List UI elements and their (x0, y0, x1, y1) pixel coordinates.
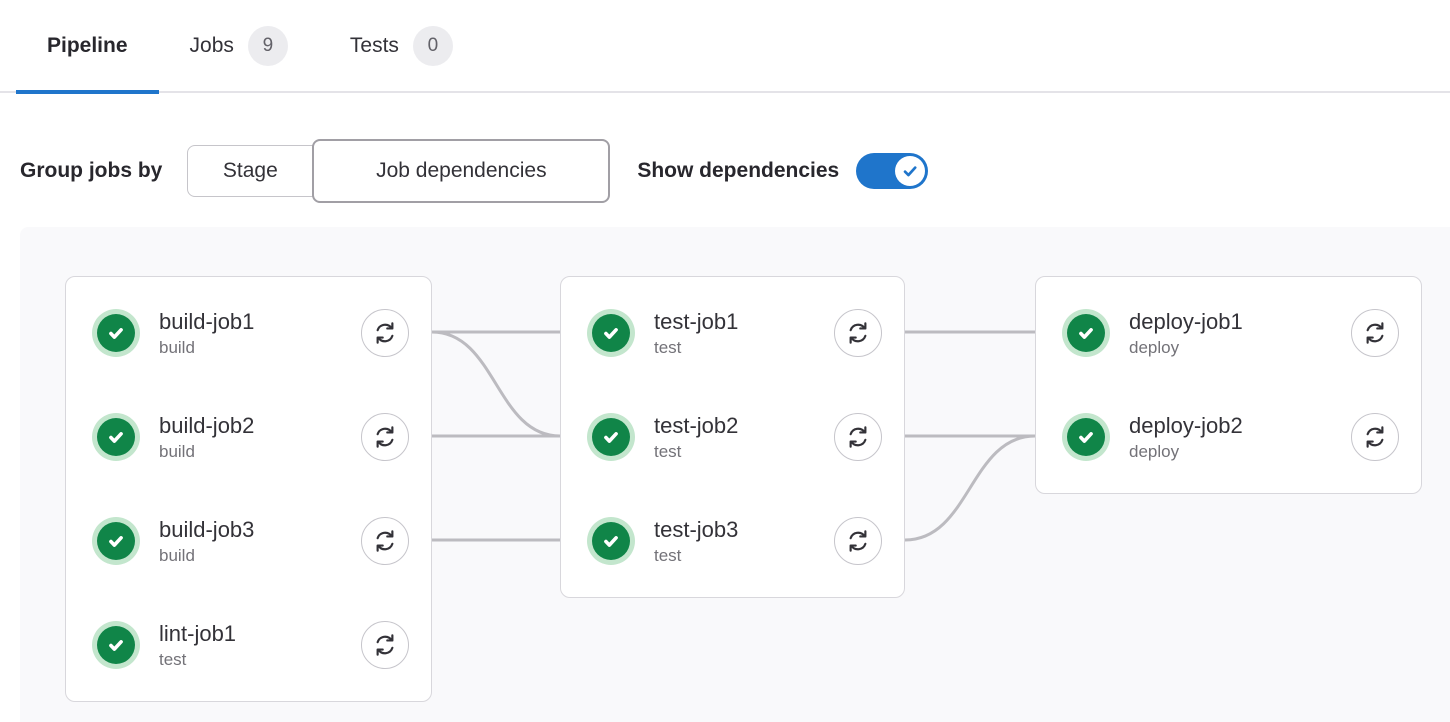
show-dependencies-toggle[interactable] (856, 153, 929, 189)
status-success-icon (587, 413, 635, 461)
retry-icon (849, 322, 867, 344)
job-labels: test-job1 test (654, 308, 738, 358)
job-name-link[interactable]: test-job3 (654, 517, 739, 543)
job-stage-label: test (654, 441, 682, 461)
job-row-build-job3: build-job3 build (92, 493, 409, 589)
jobs-count-badge: 9 (247, 25, 288, 66)
job-name-link[interactable]: build-job2 (159, 413, 255, 439)
job-stage-label: build (159, 441, 195, 461)
retry-icon (376, 322, 394, 344)
retry-job-button[interactable] (361, 621, 409, 669)
retry-job-button[interactable] (1351, 413, 1399, 461)
group-by-stage-button[interactable]: Stage (187, 145, 314, 197)
tab-pipeline-label: Pipeline (47, 33, 128, 57)
job-stage-label: build (159, 337, 195, 357)
tab-tests[interactable]: Tests 0 (319, 0, 484, 91)
job-group-card: deploy-job1 deploy deploy-job2 de (1035, 276, 1422, 494)
job-name-link[interactable]: build-job3 (159, 517, 255, 543)
show-dependencies-label: Show dependencies (637, 159, 840, 182)
job-labels: deploy-job1 deploy (1129, 308, 1243, 358)
job-name-link[interactable]: deploy-job2 (1129, 413, 1243, 439)
retry-icon (376, 426, 394, 448)
tests-count-badge: 0 (412, 25, 453, 66)
status-success-icon (92, 413, 140, 461)
status-success-icon (1062, 413, 1110, 461)
status-success-icon (92, 309, 140, 357)
retry-icon (849, 426, 867, 448)
job-row-build-job1: build-job1 build (92, 285, 409, 381)
check-icon (903, 166, 917, 177)
group-by-job-dependencies-button[interactable]: Job dependencies (312, 139, 611, 203)
job-name-link[interactable]: test-job2 (654, 413, 739, 439)
retry-job-button[interactable] (834, 413, 882, 461)
job-labels: test-job3 test (654, 516, 738, 566)
retry-icon (1366, 322, 1384, 344)
job-labels: build-job2 build (159, 412, 254, 462)
job-labels: build-job1 build (159, 308, 254, 358)
job-row-test-job3: test-job3 test (587, 493, 882, 589)
job-name-link[interactable]: build-job1 (159, 309, 255, 335)
job-row-test-job1: test-job1 test (587, 285, 882, 381)
retry-icon (376, 634, 394, 656)
job-name-link[interactable]: deploy-job1 (1129, 309, 1243, 335)
job-row-deploy-job2: deploy-job2 deploy (1062, 389, 1399, 485)
status-success-icon (92, 621, 140, 669)
tab-pipeline[interactable]: Pipeline (16, 0, 159, 94)
pipeline-graph: build-job1 build build-job2 build (20, 227, 1450, 722)
group-jobs-by-label: Group jobs by (20, 159, 163, 182)
job-stage-label: deploy (1129, 441, 1180, 461)
job-name-link[interactable]: test-job1 (654, 309, 739, 335)
retry-job-button[interactable] (361, 517, 409, 565)
group-jobs-by-segmented-control: Stage Job dependencies (187, 139, 611, 203)
retry-job-button[interactable] (361, 413, 409, 461)
tab-tests-label: Tests (349, 33, 399, 57)
retry-icon (376, 530, 394, 552)
job-row-deploy-job1: deploy-job1 deploy (1062, 285, 1399, 381)
dependency-link (904, 434, 1036, 542)
retry-job-button[interactable] (834, 517, 882, 565)
job-stage-label: deploy (1129, 337, 1180, 357)
tab-jobs[interactable]: Jobs 9 (159, 0, 319, 91)
status-success-icon (587, 309, 635, 357)
job-row-build-job2: build-job2 build (92, 389, 409, 485)
retry-job-button[interactable] (1351, 309, 1399, 357)
retry-icon (1366, 426, 1384, 448)
job-labels: lint-job1 test (159, 620, 236, 670)
job-group-card: build-job1 build build-job2 build (65, 276, 432, 702)
tab-jobs-label: Jobs (189, 33, 234, 57)
status-success-icon (92, 517, 140, 565)
job-stage-label: test (654, 545, 682, 565)
job-row-test-job2: test-job2 test (587, 389, 882, 485)
job-labels: test-job2 test (654, 412, 738, 462)
retry-job-button[interactable] (361, 309, 409, 357)
toggle-knob (895, 156, 926, 186)
job-labels: build-job3 build (159, 516, 254, 566)
retry-job-button[interactable] (834, 309, 882, 357)
job-group-card: test-job1 test test-job2 test (560, 276, 905, 598)
graph-controls: Group jobs by Stage Job dependencies Sho… (20, 138, 929, 204)
job-name-link[interactable]: lint-job1 (159, 621, 237, 647)
job-stage-label: build (159, 545, 195, 565)
status-success-icon (587, 517, 635, 565)
retry-icon (849, 530, 867, 552)
pipeline-tab-bar: Pipeline Jobs 9 Tests 0 (0, 0, 1450, 94)
job-row-lint-job1: lint-job1 test (92, 597, 409, 693)
dependency-link (431, 330, 561, 438)
job-stage-label: test (159, 649, 187, 669)
job-stage-label: test (654, 337, 682, 357)
dependency-links-layer (431, 330, 1036, 542)
status-success-icon (1062, 309, 1110, 357)
job-labels: deploy-job2 deploy (1129, 412, 1243, 462)
